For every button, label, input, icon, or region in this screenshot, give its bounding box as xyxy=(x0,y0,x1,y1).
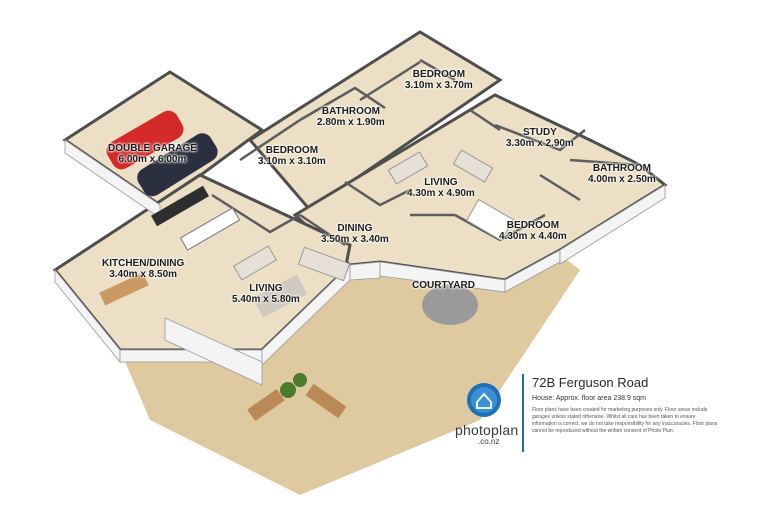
room-label-living-1: LIVING 4.30m x 4.90m xyxy=(407,177,475,199)
room-name: BEDROOM xyxy=(265,145,319,156)
bench-right xyxy=(305,383,347,419)
courtyard-umbrella xyxy=(422,285,478,325)
furniture xyxy=(99,149,515,422)
sofa-living1 xyxy=(387,151,429,185)
dining-table xyxy=(99,272,149,306)
room-name: KITCHEN/DINING xyxy=(102,258,185,269)
room-size: 3.10m x 3.70m xyxy=(405,80,473,91)
room-size: 4.30m x 4.40m xyxy=(499,231,567,242)
info-divider xyxy=(522,374,524,452)
sofa-living2 xyxy=(232,245,278,281)
rug-living2 xyxy=(252,274,308,318)
exterior-wall-faces xyxy=(54,139,666,386)
room-size: 2.80m x 1.90m xyxy=(317,117,385,128)
room-name: BEDROOM xyxy=(506,220,560,231)
kitchen-bench xyxy=(151,185,209,227)
room-name: DOUBLE GARAGE xyxy=(108,143,197,154)
house-in-circle-icon xyxy=(467,383,501,417)
room-label-living-2: LIVING 5.40m x 5.80m xyxy=(232,283,300,305)
kitchen-island xyxy=(179,207,241,251)
disclaimer-text: Floor plans have been created for market… xyxy=(532,407,718,434)
room-label-bedroom-3: BEDROOM 4.30m x 4.40m xyxy=(499,220,567,242)
room-name: BEDROOM xyxy=(412,69,466,80)
property-address: 72B Ferguson Road xyxy=(532,375,649,390)
plant-left xyxy=(280,382,296,398)
room-label-courtyard: COURTYARD xyxy=(412,280,475,291)
dark-car xyxy=(137,133,218,197)
room-name: COURTYARD xyxy=(412,280,475,291)
room-name: BATHROOM xyxy=(592,163,651,174)
room-label-study: STUDY 3.30m x 2.90m xyxy=(506,127,574,149)
interior-walls xyxy=(211,58,641,247)
garage-cars xyxy=(106,110,218,197)
floor-area: House: Approx. floor area 238.9 sqm xyxy=(532,395,647,402)
room-size: 3.30m x 2.90m xyxy=(506,138,574,149)
sofa-living1b xyxy=(452,149,494,183)
room-size: 3.40m x 8.50m xyxy=(109,269,178,280)
room-label-garage: DOUBLE GARAGE 6.00m x 6.00m xyxy=(108,143,197,165)
room-size: 4.30m x 4.90m xyxy=(407,188,475,199)
room-label-bathroom-2: BATHROOM 4.00m x 2.50m xyxy=(588,163,656,185)
room-size: 3.10m x 3.10m xyxy=(258,156,326,167)
bedroom-wing-floor xyxy=(247,30,503,212)
room-size: 3.50m x 3.40m xyxy=(321,234,389,245)
brand-name: photoplan xyxy=(455,422,519,438)
red-car xyxy=(106,110,184,170)
room-name: LIVING xyxy=(249,283,283,294)
room-label-bathroom-1: BATHROOM 2.80m x 1.90m xyxy=(317,106,385,128)
brand-tld: .co.nz xyxy=(478,437,500,446)
room-size: 6.00m x 6.00m xyxy=(118,154,187,165)
room-name: BATHROOM xyxy=(321,106,380,117)
room-size: 5.40m x 5.80m xyxy=(232,294,300,305)
room-name: STUDY xyxy=(522,127,557,138)
room-label-kitchen-dining: KITCHEN/DINING 3.40m x 8.50m xyxy=(102,258,184,280)
bench-left xyxy=(247,388,285,422)
room-name: DINING xyxy=(337,223,373,234)
sofa-dining xyxy=(297,246,351,282)
room-label-dining: DINING 3.50m x 3.40m xyxy=(321,223,389,245)
bed xyxy=(465,198,515,242)
room-name: LIVING xyxy=(424,177,458,188)
room-label-bedroom-2: BEDROOM 3.10m x 3.10m xyxy=(258,145,326,167)
room-size: 4.00m x 2.50m xyxy=(588,174,656,185)
plant-right xyxy=(293,373,307,387)
room-label-bedroom-1: BEDROOM 3.10m x 3.70m xyxy=(405,69,473,91)
